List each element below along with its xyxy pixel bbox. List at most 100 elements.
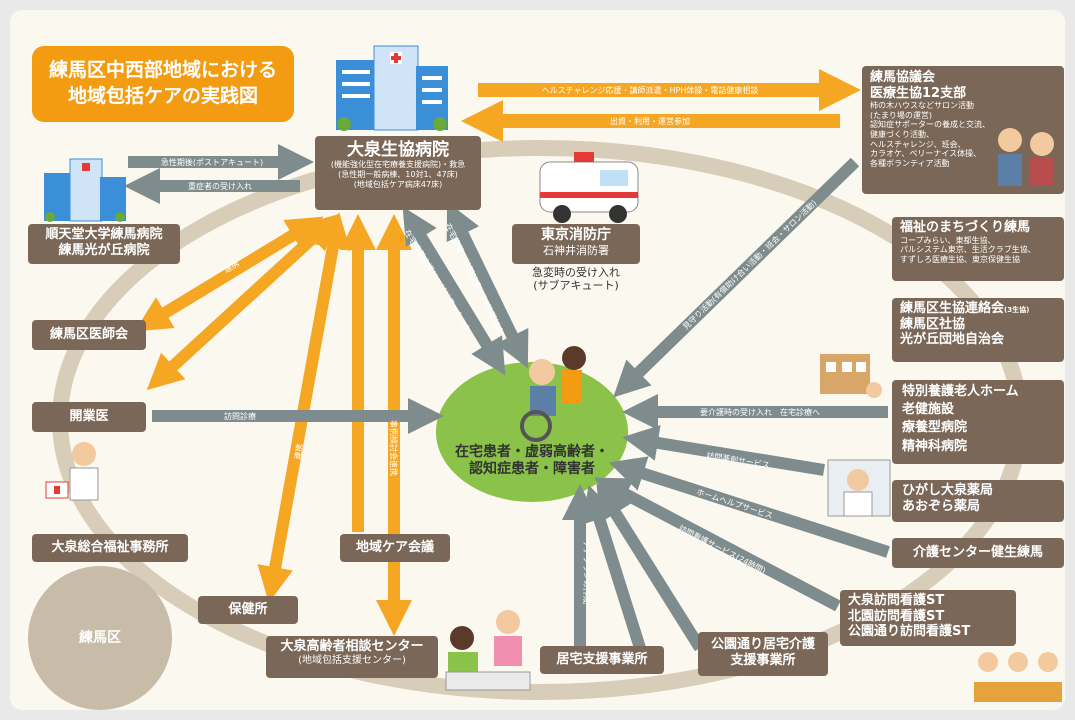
label-houmon: 訪問診療 bbox=[224, 411, 256, 421]
title-box: 練馬区中西部地域における 地域包括ケアの実践図 bbox=[32, 46, 294, 122]
kaigyoi-box[interactable]: 開業医 bbox=[32, 402, 146, 432]
center-label: 在宅患者・虚弱高齢者・ 認知症患者・障害者 bbox=[440, 444, 624, 478]
juntendo-line-2: 練馬光が丘病院 bbox=[58, 242, 150, 258]
title-line-2: 地域包括ケアの実践図 bbox=[67, 84, 258, 107]
facility-item: 精神科病院 bbox=[902, 438, 968, 454]
sodan-line-2: (地域包括支援センター) bbox=[298, 654, 406, 666]
hospital-line-2: (急性期一般病棟、10対1、47床) bbox=[338, 169, 458, 179]
council-item: 認知症サポーターの養成と交流、 bbox=[870, 120, 990, 130]
arrow-yakuzai bbox=[622, 425, 825, 476]
fire-box[interactable]: 東京消防庁 石神井消防署 bbox=[512, 224, 640, 264]
title-line-1: 練馬区中西部地域における bbox=[48, 59, 277, 81]
hospital-line-3: (地域包括ケア病床47床) bbox=[353, 179, 443, 189]
fire-caption: 急変時の受け入れ (サブアキュート) bbox=[512, 266, 640, 292]
fukushi-box[interactable]: 大泉総合福祉事務所 bbox=[32, 534, 188, 562]
nursing-item: 北園訪問看護ST bbox=[848, 608, 945, 624]
juntendo-line-1: 順天堂大学練馬病院 bbox=[45, 227, 163, 242]
label-renkei2: 連携 bbox=[292, 443, 305, 460]
kyotaku-box[interactable]: 居宅支援事業所 bbox=[540, 646, 664, 674]
council-name-1: 練馬協議会 bbox=[870, 70, 936, 85]
ishikai-box[interactable]: 練馬区医師会 bbox=[32, 320, 146, 350]
label-yokaigo: 要介護時の受け入れ 在宅診療へ bbox=[700, 407, 820, 417]
machizukuri-name: 福祉のまちづくり練馬 bbox=[900, 220, 1031, 235]
label-homehelp: ホームヘルプサービス bbox=[695, 487, 774, 520]
elderly-group-icon bbox=[974, 652, 1062, 702]
kaigo-box[interactable]: 介護センター健生練馬 bbox=[892, 538, 1064, 568]
care-meeting-box[interactable]: 地域ケア会議 bbox=[340, 534, 450, 562]
council-item: (たまり場の運営) bbox=[870, 110, 933, 120]
pharmacy-box[interactable]: ひがし大泉薬局 あおぞら薬局 bbox=[892, 480, 1064, 522]
kaigo-label: 介護センター健生練馬 bbox=[912, 545, 1043, 560]
hospital-box[interactable]: 大泉生協病院 (機能強化型在宅療養支援病院)・救急 (急性期一般病棟、10対1、… bbox=[315, 136, 481, 210]
care-meeting-label: 地域ケア会議 bbox=[355, 540, 434, 555]
care-facility-icon bbox=[820, 354, 882, 398]
machizukuri-box[interactable]: 福祉のまちづくり練馬 コープみらい、東都生協、 パルシステム東京、生活クラブ生協… bbox=[892, 217, 1064, 281]
arrow-koen bbox=[596, 482, 706, 652]
label-jirei: 事例検討会連携 bbox=[389, 420, 399, 476]
rengo-line-1: 練馬区生協連絡会 bbox=[900, 301, 1005, 316]
hospital-line-1: (機能強化型在宅療養支援病院)・救急 bbox=[330, 160, 466, 170]
hospital-icon bbox=[336, 45, 448, 131]
sodan-box[interactable]: 大泉高齢者相談センター (地域包括支援センター) bbox=[266, 636, 438, 678]
doctor-icon bbox=[45, 442, 99, 501]
nursing-item: 公園通り訪問看護ST bbox=[848, 624, 971, 640]
pharmacy-line-2: あおぞら薬局 bbox=[902, 498, 981, 514]
hokenjo-label: 保健所 bbox=[228, 602, 268, 617]
region-circle bbox=[28, 566, 172, 710]
arrow-zaitaku2 bbox=[402, 206, 506, 376]
ishikai-label: 練馬区医師会 bbox=[49, 327, 128, 342]
fire-sub: 石神井消防署 bbox=[543, 243, 609, 257]
center-line-1: 在宅患者・虚弱高齢者・ bbox=[455, 444, 609, 460]
koen-line-2: 支援事業所 bbox=[730, 652, 796, 668]
arrow-renkei-hokenjo bbox=[257, 212, 351, 603]
koen-kyotaku-box[interactable]: 公園通り居宅介護 支援事業所 bbox=[698, 632, 828, 676]
pharmacist-icon bbox=[827, 459, 891, 517]
fire-caption-2: (サブアキュート) bbox=[533, 279, 619, 293]
nursing-box[interactable]: 大泉訪問看護ST 北園訪問看護ST 公園通り訪問看護ST bbox=[840, 590, 1016, 646]
arrow-mimamori bbox=[613, 157, 860, 398]
fire-name: 東京消防庁 bbox=[541, 227, 611, 243]
label-mimamori: 見守り活動(有償助け合い活動・班会・サロン活動) bbox=[680, 198, 818, 332]
label-careplan: ケアプランの作成 bbox=[582, 540, 592, 604]
council-item: 柿の木ハウスなどサロン活動 bbox=[870, 101, 974, 111]
label-post-acute: 急性期後(ポストアキュート) bbox=[161, 157, 263, 167]
wheelchair-icon bbox=[520, 346, 586, 442]
hospital-name: 大泉生協病院 bbox=[347, 140, 449, 160]
koen-line-1: 公園通り居宅介護 bbox=[710, 637, 815, 652]
council-item: 健康づくり活動、 bbox=[870, 129, 934, 139]
small-hospital-icon bbox=[44, 158, 126, 222]
region-label: 練馬区 bbox=[79, 630, 121, 646]
juntendo-box[interactable]: 順天堂大学練馬病院 練馬光が丘病院 bbox=[28, 224, 180, 264]
arrow-homehelp bbox=[608, 456, 890, 558]
consultation-icon bbox=[445, 610, 531, 691]
council-item: ヘルスチャレンジ、班会、 bbox=[870, 139, 966, 149]
kyotaku-label: 居宅支援事業所 bbox=[556, 652, 648, 667]
fukushi-label: 大泉総合福祉事務所 bbox=[51, 540, 169, 555]
kaigyoi-label: 開業医 bbox=[69, 409, 109, 424]
facilities-box[interactable]: 特別養護老人ホーム 老健施設 療養型病院 精神科病院 bbox=[892, 380, 1064, 464]
rengo-line-1-small: (3生協) bbox=[1004, 306, 1030, 314]
hokenjo-box[interactable]: 保健所 bbox=[198, 596, 298, 624]
sodan-line-1: 大泉高齢者相談センター bbox=[280, 639, 424, 654]
machizukuri-sub-3: すずしろ医療生協、東京保健生協 bbox=[900, 254, 1020, 264]
machizukuri-sub-1: コープみらい、東都生協、 bbox=[900, 235, 996, 245]
council-name-2: 医療生協12支部 bbox=[870, 85, 967, 101]
people-karaoke-icon bbox=[998, 128, 1054, 186]
council-box[interactable]: 練馬協議会 医療生協12支部 柿の木ハウスなどサロン活動 (たまり場の運営) 認… bbox=[862, 66, 1064, 194]
council-item: カラオケ、ペリーナイス体操、 bbox=[870, 149, 982, 159]
rengo-box[interactable]: 練馬区生協連絡会(3生協) 練馬区社協 光が丘団地自治会 bbox=[892, 298, 1064, 362]
nursing-item: 大泉訪問看護ST bbox=[848, 593, 945, 608]
rengo-line-3: 光が丘団地自治会 bbox=[900, 332, 1005, 348]
center-line-2: 認知症患者・障害者 bbox=[469, 460, 595, 477]
arrow-kango bbox=[594, 477, 841, 612]
label-severe: 重症者の受け入れ bbox=[188, 181, 252, 191]
facility-item: 老健施設 bbox=[902, 402, 955, 418]
council-item: 各種ボランティア活動 bbox=[870, 158, 950, 168]
fire-caption-1: 急変時の受け入れ bbox=[532, 266, 620, 279]
machizukuri-sub-2: パルシステム東京、生活クラブ生協、 bbox=[900, 245, 1036, 255]
label-health: ヘルスチャレンジ応援・講師派遣・HPH体操・電話健康相談 bbox=[542, 85, 759, 95]
label-invest: 出資・利用・運営参加 bbox=[610, 116, 690, 126]
rengo-line-2: 練馬区社協 bbox=[900, 316, 966, 332]
